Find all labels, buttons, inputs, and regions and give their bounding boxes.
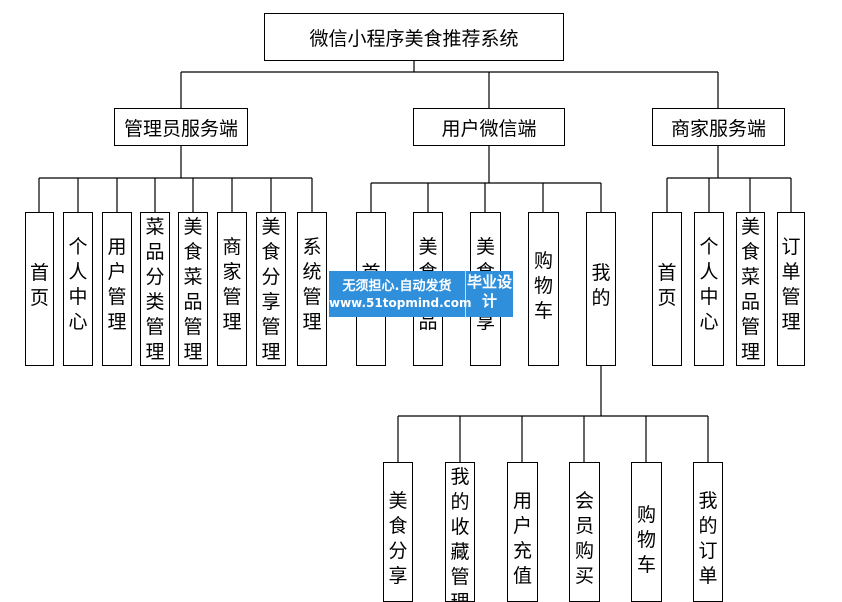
watermark-line1: 无须担心.自动发货 [342,279,452,294]
admin-child-system-management: 系统管理 [297,212,327,366]
branch-merchant: 商家服务端 [652,108,785,146]
admin-child-dish-management: 美食菜品管理 [178,212,208,366]
root-node: 微信小程序美食推荐系统 [264,13,564,61]
merchant-child-dish-management: 美食菜品管理 [736,212,765,366]
branch-wechat: 用户微信端 [413,108,565,146]
admin-child-sharing-management: 美食分享管理 [256,212,286,366]
watermark-line2: www.51topmind.com [329,296,472,310]
mine-child-cart: 购物车 [631,462,662,602]
admin-child-personal-center: 个人中心 [63,212,93,366]
mine-child-orders: 我的订单 [693,462,723,602]
wechat-child-mine: 我的 [586,212,616,366]
watermark-tag: 毕业设计 [466,273,512,310]
admin-child-user-management: 用户管理 [102,212,132,366]
connector-lines [38,61,792,462]
mine-child-recharge: 用户充值 [507,462,538,602]
branch-admin: 管理员服务端 [114,108,248,146]
mine-child-membership: 会员购买 [569,462,600,602]
merchant-child-home: 首页 [652,212,682,366]
admin-child-home: 首页 [25,212,54,366]
mine-child-sharing: 美食分享 [383,462,413,602]
merchant-child-order-management: 订单管理 [777,212,805,366]
wechat-child-cart: 购物车 [528,212,559,366]
watermark-banner: 无须担心.自动发货 www.51topmind.com 毕业设计 [329,271,513,317]
admin-child-merchant-management: 商家管理 [217,212,247,366]
watermark-main: 无须担心.自动发货 www.51topmind.com [329,271,472,317]
admin-child-category-management: 菜品分类管理 [140,212,170,366]
mine-child-favorites: 我的收藏管理 [445,462,475,602]
merchant-child-personal-center: 个人中心 [694,212,724,366]
